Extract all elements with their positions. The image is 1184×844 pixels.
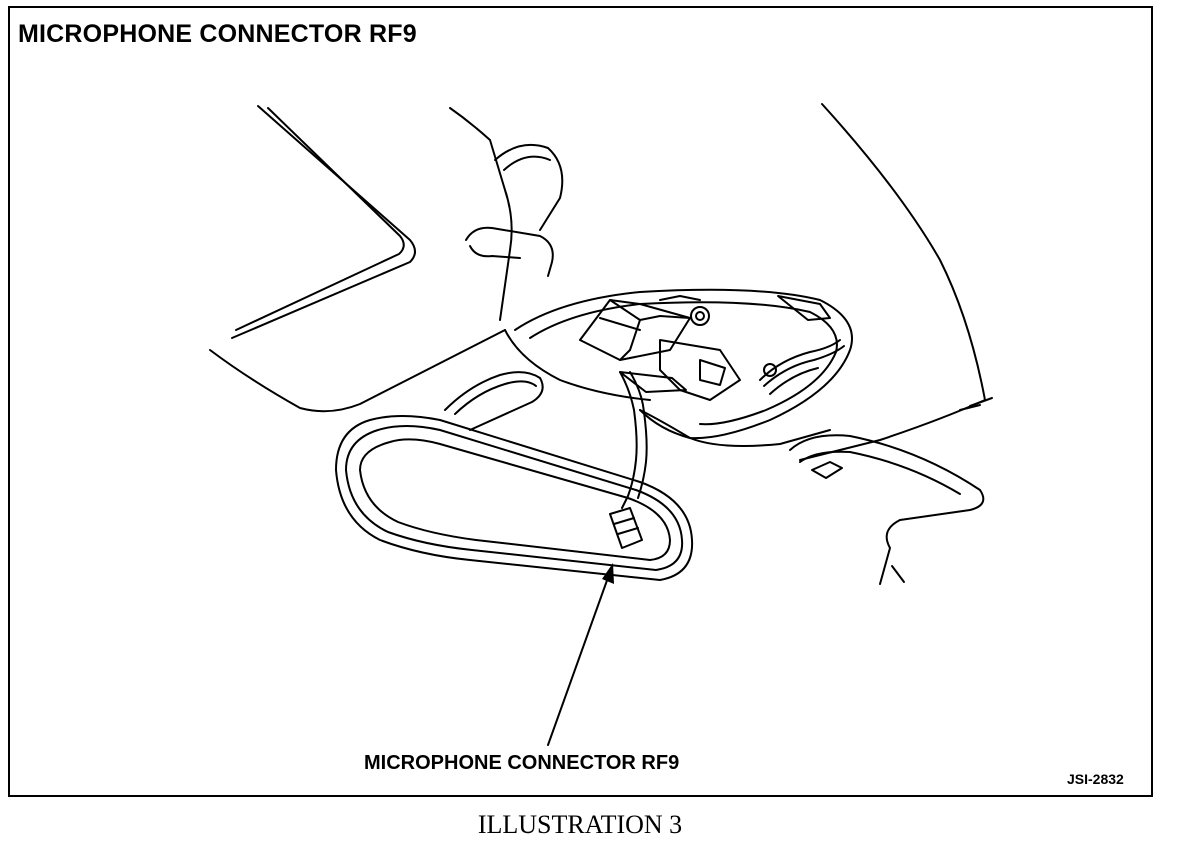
mirror-mount-housing <box>514 288 853 447</box>
microphone-connector-rf9 <box>609 507 643 549</box>
sun-visor <box>209 105 513 413</box>
mirror-bracket <box>579 295 831 401</box>
callout-arrow-line <box>547 571 611 746</box>
illustration-caption: ILLUSTRATION 3 <box>477 810 683 839</box>
callout-label: MICROPHONE CONNECTOR RF9 <box>364 752 680 774</box>
visor-clip-right <box>789 434 985 585</box>
figure-code: JSI-2832 <box>1067 771 1124 787</box>
callout-arrowhead <box>602 563 614 584</box>
visor-holder-left <box>444 371 544 431</box>
microphone-wire <box>619 371 648 509</box>
illustration-title: MICROPHONE CONNECTOR RF9 <box>18 20 417 48</box>
headliner <box>504 103 993 461</box>
visor-hinge <box>465 144 564 277</box>
illustration-frame <box>8 6 1153 797</box>
wiring-harness <box>759 339 845 395</box>
rearview-mirror <box>335 415 694 581</box>
